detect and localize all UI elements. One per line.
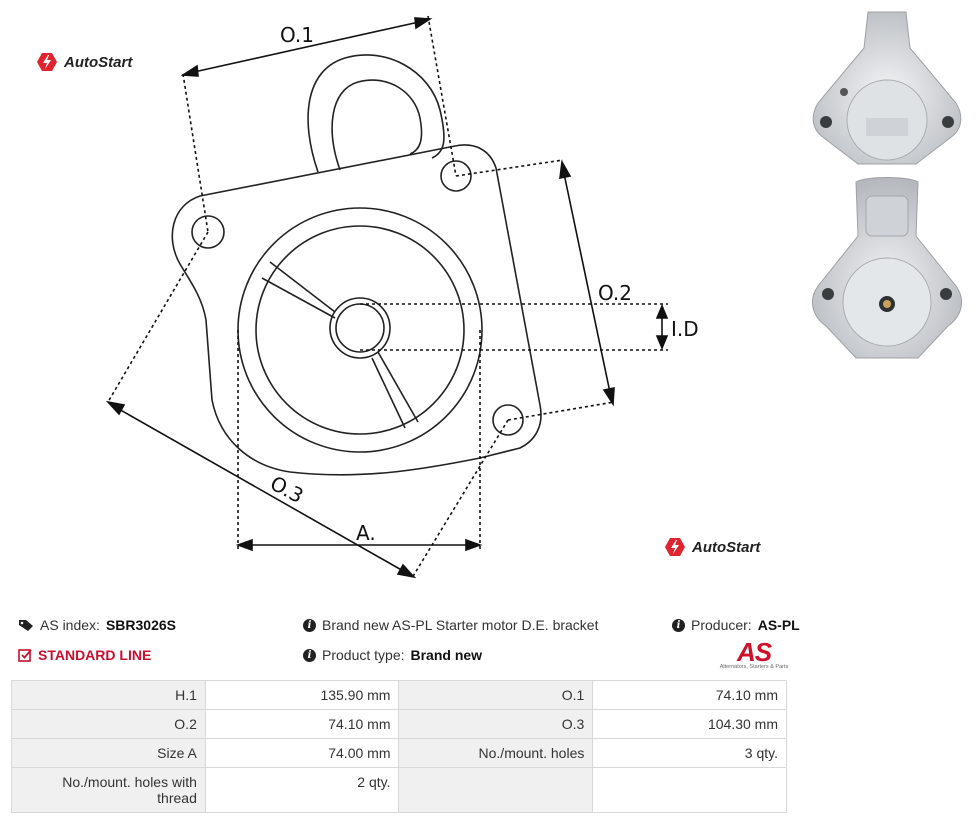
description-text: Brand new AS-PL Starter motor D.E. brack… — [322, 617, 599, 633]
product-photo-front[interactable] — [806, 8, 968, 170]
as-index-value: SBR3026S — [105, 617, 176, 633]
as-index: AS index: SBR3026S — [18, 617, 176, 633]
brand-name: AutoStart — [64, 53, 133, 71]
as-pl-logo: AS Alternators, Starters & Parts — [716, 637, 792, 670]
autostart-logo-top: AutoStart — [36, 52, 132, 72]
spec-label: O.1 — [398, 680, 594, 710]
spec-label: Size A — [11, 738, 206, 768]
spec-value: 3 qty. — [592, 738, 787, 768]
spec-label: H.1 — [11, 680, 206, 710]
label-o1: O.1 — [280, 23, 314, 47]
bracket-eyelet-outer — [307, 54, 445, 173]
autostart-logo-bottom: AutoStart — [664, 537, 760, 557]
product-type-value: Brand new — [410, 647, 483, 663]
mount-hole-left — [191, 215, 225, 249]
spec-value: 104.30 mm — [592, 709, 787, 739]
spec-label: No./mount. holes with thread — [11, 767, 206, 813]
info-icon: i — [303, 618, 316, 632]
checkbox-icon — [18, 649, 32, 662]
spec-label: O.3 — [398, 709, 594, 739]
producer-value: AS-PL — [757, 617, 800, 633]
spec-value: 2 qty. — [204, 767, 400, 813]
shaft-inner — [335, 303, 385, 353]
label-o2: O.2 — [598, 281, 632, 305]
spec-value: 74.10 mm — [592, 680, 787, 710]
label-a: A. — [356, 521, 376, 545]
product-type: i Product type: Brand new — [303, 647, 482, 663]
brand-name: AutoStart — [692, 538, 761, 556]
mount-hole-top — [440, 160, 472, 192]
outer-ring — [237, 207, 483, 453]
spec-value: 74.10 mm — [204, 709, 400, 739]
product-description: i Brand new AS-PL Starter motor D.E. bra… — [303, 617, 599, 633]
shaft-outer — [329, 297, 391, 359]
product-type-label: Product type: — [322, 647, 405, 663]
mount-hole-bottom — [492, 404, 524, 436]
spec-label: O.2 — [11, 709, 206, 739]
label-id1: I.D.1 — [671, 317, 700, 341]
info-icon: i — [303, 648, 316, 662]
producer-label: Producer: — [691, 617, 752, 633]
spec-value: 135.90 mm — [204, 680, 400, 710]
info-icon: i — [672, 618, 685, 632]
label-o3: O.3 — [266, 471, 307, 508]
spec-label: No./mount. holes — [398, 738, 594, 768]
spec-label — [398, 767, 594, 813]
as-logo-tagline: Alternators, Starters & Parts — [719, 664, 789, 670]
inner-ring — [255, 225, 465, 435]
standard-line-label: STANDARD LINE — [38, 647, 152, 663]
producer: i Producer: AS-PL — [672, 617, 800, 633]
spec-value — [592, 767, 787, 813]
bracket-eyelet-inner — [331, 79, 423, 171]
autostart-logo-icon — [37, 53, 57, 71]
as-index-label: AS index: — [40, 617, 100, 633]
as-logo-mark: AS — [736, 637, 772, 667]
product-photo-back[interactable] — [806, 176, 968, 364]
spec-value: 74.00 mm — [204, 738, 400, 768]
tag-icon — [19, 619, 33, 631]
bracket-body — [171, 144, 542, 476]
autostart-logo-icon — [665, 538, 685, 556]
technical-drawing: O.1 O.2 O.3 I.D.1 A. — [105, 15, 700, 579]
standard-line-badge: STANDARD LINE — [18, 647, 151, 663]
